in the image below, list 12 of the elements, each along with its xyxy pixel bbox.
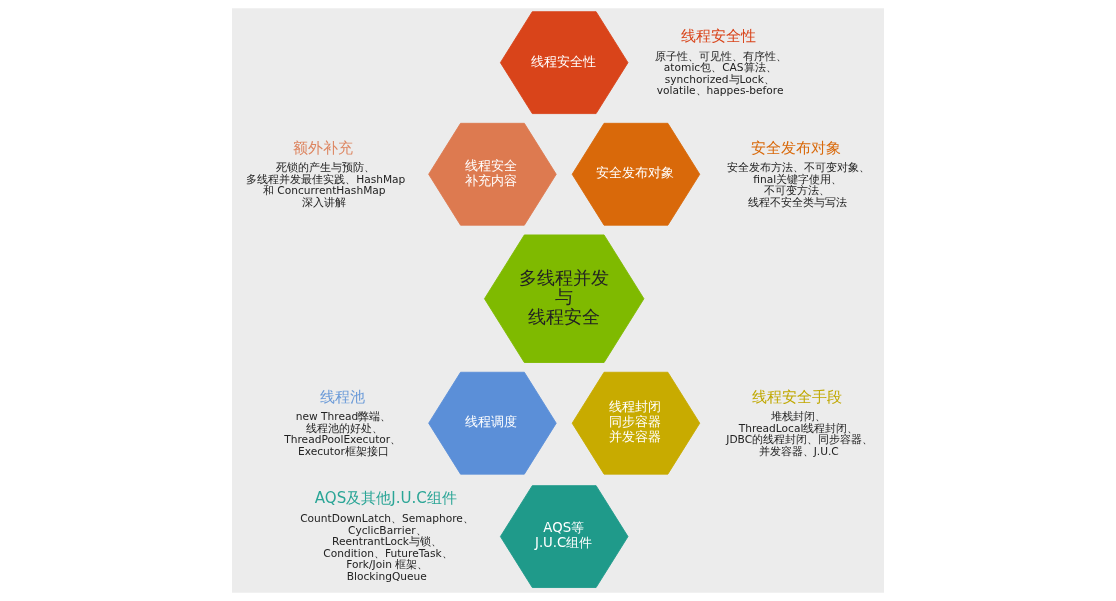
node-label: CountDownLatch、Semaphore、CyclicBarrier、ReentrantLock与锁、Condition、FutureTask、Fork/Join 框架、BlockingQueue [300, 512, 474, 583]
node-label: 线程安全手段 [752, 387, 843, 406]
node-label: AQS及其他J.U.C组件 [314, 489, 457, 508]
node-label: 原子性、可见性、有序性、atomic包、CAS算法、synchorized与Lock、volatile、happes-before [655, 49, 788, 98]
node-label: 安全发布方法、不可变对象、final关键字使用、不可变方法、线程不安全类与写法 [727, 161, 871, 209]
node-label: 线程安全性 [681, 27, 757, 46]
node-label: 线程池 [320, 387, 366, 406]
node-label: 安全发布对象 [750, 138, 841, 157]
node-label: 额外补充 [293, 138, 354, 157]
node-label: 死锁的产生与预防、多线程并发最佳实践、HashMap 和 ConcurrentHashMap 深入讲解 [246, 161, 406, 209]
node-label: new Thread弊端、线程池的好处、ThreadPoolExecutor、Executor框架接口 [284, 410, 402, 458]
node-label: 堆栈封闭、ThreadLocal线程封闭、JDBC的线程封闭、同步容器、并发容器、J.U.C [726, 410, 874, 458]
